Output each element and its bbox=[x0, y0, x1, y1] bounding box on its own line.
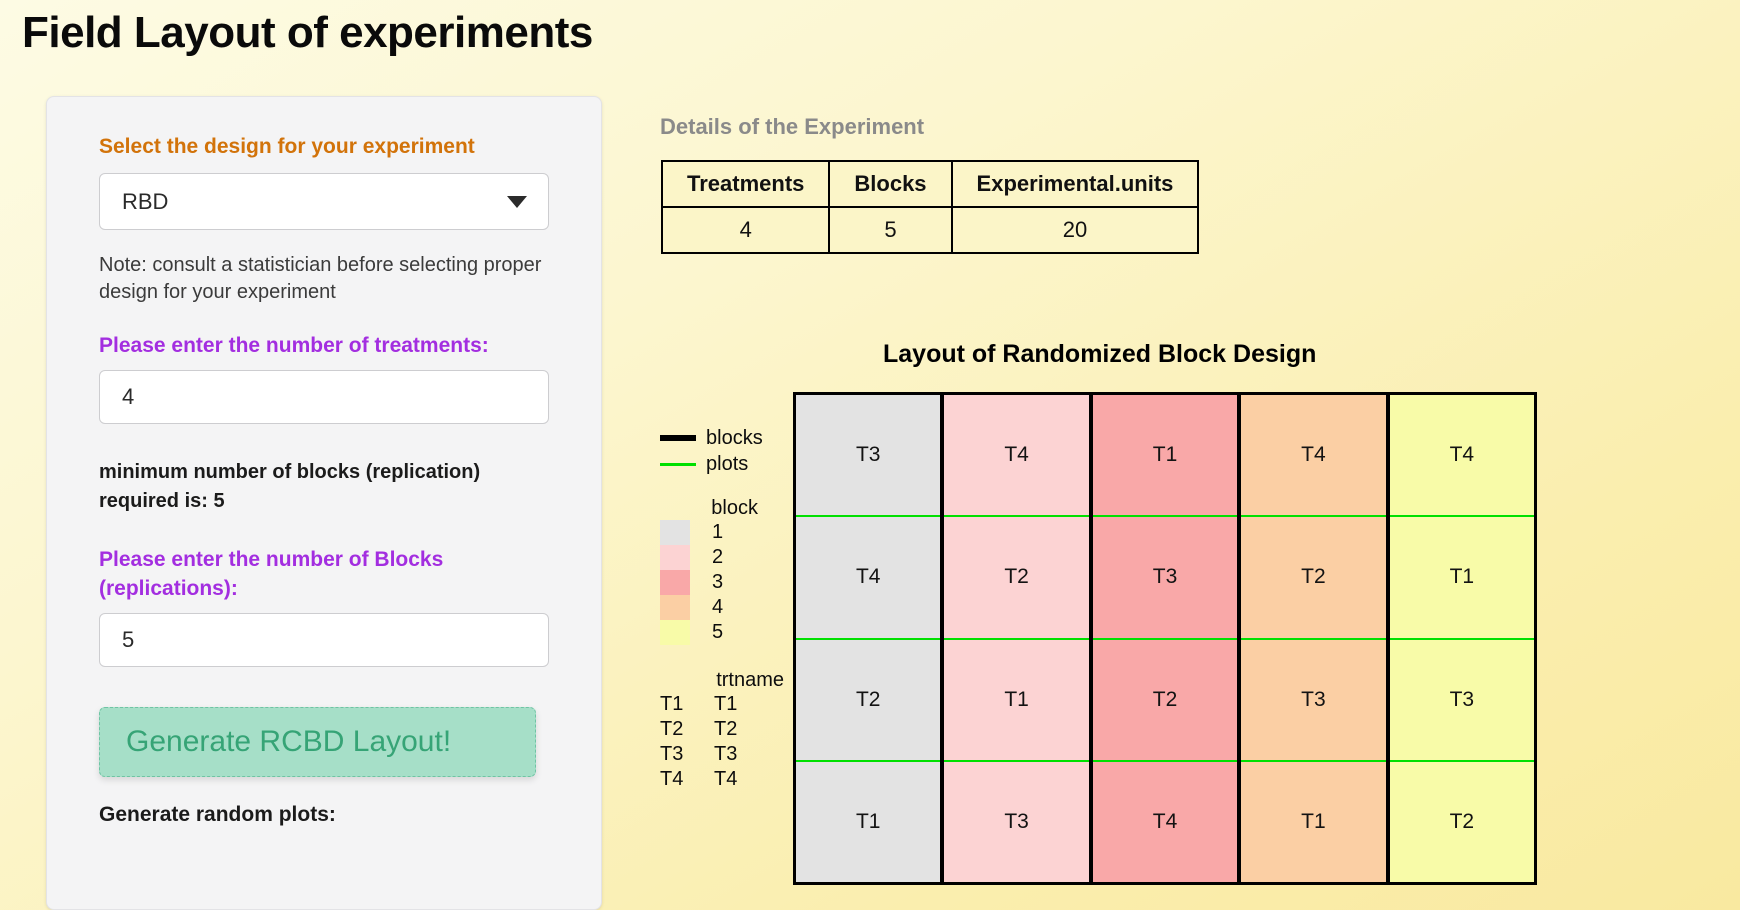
block-legend-keys: 12345 bbox=[660, 520, 788, 645]
legend-trt-label: T3 bbox=[714, 743, 737, 766]
plot-cell: T4 bbox=[796, 517, 940, 639]
treatments-label: Please enter the number of treatments: bbox=[99, 332, 549, 360]
legend-trt-key: T2 bbox=[660, 718, 714, 741]
column-header-treatments: Treatments bbox=[662, 161, 829, 207]
block-column-4: T4T2T3T1 bbox=[1241, 395, 1389, 882]
legend-block-4: 4 bbox=[660, 595, 788, 620]
legend-item-blocks-line: blocks bbox=[660, 425, 788, 451]
plot-cell: T1 bbox=[1093, 395, 1237, 517]
plot-cell: T3 bbox=[1093, 517, 1237, 639]
blocks-label: Please enter the number of Blocks (repli… bbox=[99, 546, 549, 603]
control-panel: Select the design for your experiment RB… bbox=[46, 96, 602, 910]
plot-cell: T2 bbox=[1241, 517, 1385, 639]
block-colour-swatch-icon bbox=[660, 520, 690, 545]
legend-item-plots-line: plots bbox=[660, 451, 788, 477]
legend-label-plots: plots bbox=[706, 453, 748, 476]
legend-trt-label: T1 bbox=[714, 693, 737, 716]
cell-treatments: 4 bbox=[662, 207, 829, 253]
plot-cell: T4 bbox=[1093, 762, 1237, 882]
plot-cell: T2 bbox=[796, 640, 940, 762]
block-colour-swatch-icon bbox=[660, 595, 690, 620]
legend-block-label: 4 bbox=[712, 596, 723, 619]
table-row: 4 5 20 bbox=[662, 207, 1198, 253]
trt-legend-title: trtname bbox=[660, 669, 788, 692]
trt-legend: trtname T1T1T2T2T3T3T4T4 bbox=[660, 669, 788, 792]
plot-legend: blocks plots block 12345 trtname T1T1T2T… bbox=[660, 425, 788, 792]
legend-trt-key: T3 bbox=[660, 743, 714, 766]
legend-trt-key: T4 bbox=[660, 768, 714, 791]
minimum-blocks-note: minimum number of blocks (replication) r… bbox=[99, 458, 549, 516]
design-select[interactable]: RBD bbox=[99, 173, 549, 230]
legend-block-1: 1 bbox=[660, 520, 788, 545]
legend-block-5: 5 bbox=[660, 620, 788, 645]
design-select-label: Select the design for your experiment bbox=[99, 135, 549, 159]
plot-cell: T1 bbox=[1390, 517, 1534, 639]
cell-experimental-units: 20 bbox=[952, 207, 1199, 253]
plot-cell: T2 bbox=[944, 517, 1088, 639]
layout-plot-title: Layout of Randomized Block Design bbox=[883, 340, 1316, 369]
block-colour-swatch-icon bbox=[660, 570, 690, 595]
plot-cell: T3 bbox=[1241, 640, 1385, 762]
legend-label-blocks: blocks bbox=[706, 427, 763, 450]
trt-legend-keys: T1T1T2T2T3T3T4T4 bbox=[660, 692, 788, 792]
legend-trt-T1: T1T1 bbox=[660, 692, 788, 717]
legend-block-label: 1 bbox=[712, 521, 723, 544]
plot-cell: T4 bbox=[1241, 395, 1385, 517]
legend-trt-label: T4 bbox=[714, 768, 737, 791]
details-table: Treatments Blocks Experimental.units 4 5… bbox=[661, 160, 1199, 254]
generate-rcbd-layout-button[interactable]: Generate RCBD Layout! bbox=[99, 707, 536, 777]
block-colour-swatch-icon bbox=[660, 545, 690, 570]
block-column-5: T4T1T3T2 bbox=[1390, 395, 1534, 882]
page-title: Field Layout of experiments bbox=[22, 8, 593, 58]
plots-line-icon bbox=[660, 463, 696, 466]
block-column-3: T1T3T2T4 bbox=[1093, 395, 1241, 882]
legend-block-label: 2 bbox=[712, 546, 723, 569]
statistician-note: Note: consult a statistician before sele… bbox=[99, 252, 549, 306]
plot-cell: T1 bbox=[796, 762, 940, 882]
legend-trt-key: T1 bbox=[660, 693, 714, 716]
blocks-line-icon bbox=[660, 435, 696, 441]
plot-cell: T1 bbox=[944, 640, 1088, 762]
block-column-2: T4T2T1T3 bbox=[944, 395, 1092, 882]
block-legend-title: block bbox=[660, 497, 788, 520]
plot-cell: T3 bbox=[796, 395, 940, 517]
legend-block-label: 5 bbox=[712, 621, 723, 644]
plot-cell: T2 bbox=[1093, 640, 1237, 762]
blocks-input[interactable] bbox=[99, 613, 549, 667]
treatments-input[interactable] bbox=[99, 370, 549, 424]
column-header-blocks: Blocks bbox=[829, 161, 951, 207]
legend-trt-T4: T4T4 bbox=[660, 767, 788, 792]
details-heading: Details of the Experiment bbox=[660, 114, 924, 140]
plot-cell: T4 bbox=[944, 395, 1088, 517]
field-layout-grid: T3T4T2T1T4T2T1T3T1T3T2T4T4T2T3T1T4T1T3T2 bbox=[793, 392, 1537, 885]
table-header-row: Treatments Blocks Experimental.units bbox=[662, 161, 1198, 207]
plot-cell: T2 bbox=[1390, 762, 1534, 882]
column-header-experimental-units: Experimental.units bbox=[952, 161, 1199, 207]
cell-blocks: 5 bbox=[829, 207, 951, 253]
block-colour-swatch-icon bbox=[660, 620, 690, 645]
plot-cell: T4 bbox=[1390, 395, 1534, 517]
plot-cell: T3 bbox=[944, 762, 1088, 882]
random-plots-label: Generate random plots: bbox=[99, 803, 549, 827]
legend-trt-T2: T2T2 bbox=[660, 717, 788, 742]
legend-block-3: 3 bbox=[660, 570, 788, 595]
block-column-1: T3T4T2T1 bbox=[796, 395, 944, 882]
plot-cell: T3 bbox=[1390, 640, 1534, 762]
legend-block-2: 2 bbox=[660, 545, 788, 570]
legend-trt-label: T2 bbox=[714, 718, 737, 741]
legend-block-label: 3 bbox=[712, 571, 723, 594]
legend-trt-T3: T3T3 bbox=[660, 742, 788, 767]
plot-cell: T1 bbox=[1241, 762, 1385, 882]
design-select-wrapper[interactable]: RBD bbox=[99, 173, 549, 230]
